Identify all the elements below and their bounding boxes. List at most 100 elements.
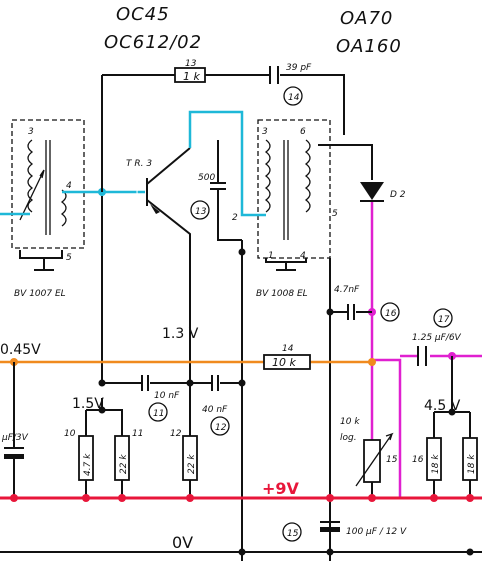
t2-core	[283, 140, 289, 240]
t1-label: BV 1007 EL	[14, 289, 66, 299]
transistor-alt-type-label: OC612/02	[104, 32, 202, 53]
t2-pin-6: 6	[300, 127, 306, 137]
detector-branch-path	[372, 358, 402, 498]
t2-label: BV 1008 EL	[256, 289, 308, 299]
t2-pin-4: 4	[300, 251, 306, 261]
ground-rail-node	[238, 548, 246, 556]
resistor-r13	[174, 67, 206, 83]
c16-value: 4.7nF	[334, 285, 360, 295]
t2-pin-5: 5	[332, 209, 338, 219]
r13-label: 13	[185, 59, 197, 69]
t1-bottom-wire	[19, 250, 63, 259]
diode-d2	[360, 182, 384, 200]
transformer-bv1007	[11, 119, 85, 249]
resistor-r10	[78, 435, 94, 481]
c11-c12-node	[186, 379, 194, 387]
capacitor-c17	[417, 346, 427, 366]
t1-ground	[34, 258, 54, 271]
c14-number: 14	[288, 93, 300, 103]
c11-value: 10 nF	[154, 391, 180, 401]
r13-value: 1 k	[183, 70, 200, 83]
resistor-r17	[462, 437, 478, 481]
pot15-label: 15	[386, 455, 398, 465]
supply-node	[368, 494, 376, 502]
d2-label: D 2	[390, 190, 406, 200]
t2-pin-2: 2	[232, 213, 238, 223]
diode-type-label: OA70	[340, 8, 393, 29]
c12-number: 12	[215, 423, 227, 433]
supply-node	[10, 494, 18, 502]
c11-left-node	[98, 379, 106, 387]
supply-node	[466, 494, 474, 502]
resistor-r16	[426, 437, 442, 481]
c13-number-circle	[190, 200, 210, 220]
c500-value: 500	[198, 173, 215, 183]
t2-ground	[265, 258, 307, 271]
feedback-wire	[102, 74, 345, 135]
base-voltage-label: 1.5V	[72, 396, 104, 412]
c17-number: 17	[438, 315, 450, 325]
c12-number-circle	[210, 416, 230, 436]
t1-secondary-coil	[60, 189, 67, 227]
collector-signal-path	[188, 110, 244, 148]
pot15-taper: log.	[340, 433, 357, 443]
left-electrolytic-capacitor	[4, 362, 24, 498]
c12-ground-node	[238, 379, 246, 387]
ground-node	[238, 248, 246, 256]
c15-number: 15	[287, 529, 299, 539]
r11-label: 11	[132, 429, 143, 439]
capacitor-c12	[211, 375, 219, 391]
resistor-r12	[182, 435, 198, 481]
bias-voltage-label: 0.45V	[0, 342, 41, 358]
c16-number-circle	[380, 302, 400, 322]
t2-secondary-coil	[304, 139, 311, 213]
potentiometer-15	[363, 439, 381, 483]
c11-number-circle	[148, 402, 168, 422]
supply-node	[118, 494, 126, 502]
t2-primary-coil	[264, 139, 271, 213]
t2-tap-path	[240, 140, 266, 217]
t1-primary-coil	[27, 139, 34, 213]
base-divider-node	[98, 406, 106, 414]
c16-ground-node	[326, 308, 334, 316]
transistor-type-label: OC45	[116, 4, 170, 25]
c14-value: 39 pF	[286, 63, 312, 73]
t1-pin-3: 3	[28, 127, 34, 137]
c17-value: 1.25 µF/6V	[412, 333, 462, 343]
t1-pin-5: 5	[66, 253, 72, 263]
c13-number: 13	[195, 207, 207, 217]
r16-value: 18 k	[431, 454, 441, 474]
r10-label: 10	[64, 429, 76, 439]
right-divider-node	[448, 408, 456, 416]
r11-value: 22 k	[119, 454, 129, 474]
left-capacitor-plate	[4, 454, 24, 459]
r14-value: 10 k	[272, 356, 296, 369]
r16-label: 16	[412, 455, 424, 465]
capacitor-c15-bottom-plate	[320, 527, 340, 532]
t1-pin-4: 4	[66, 181, 72, 191]
right-voltage-label: 4.5 V	[424, 398, 461, 414]
r12-value: 22 k	[187, 454, 197, 474]
r12-label: 12	[170, 429, 182, 439]
capacitor-c16	[347, 304, 355, 320]
r14-label: 14	[282, 344, 294, 354]
supply-node	[430, 494, 438, 502]
ground-rail-node	[326, 548, 334, 556]
bias-node-right	[368, 358, 376, 366]
supply-node	[186, 494, 194, 502]
left-capacitor-value: µF/3V	[1, 433, 29, 443]
collector-voltage: 1.3 V	[162, 326, 199, 342]
c15-number-circle	[282, 522, 302, 542]
supply-voltage-label: +9V	[262, 479, 300, 498]
transistor-leads	[146, 147, 191, 240]
resistor-r11	[114, 435, 130, 481]
diode-alt-type-label: OA160	[336, 36, 402, 57]
r10-value: 4.7 k	[83, 453, 93, 476]
r17-value: 18 k	[467, 454, 477, 474]
potentiometer-arrow	[355, 432, 394, 487]
capacitor-c14	[269, 66, 279, 84]
pot15-value: 10 k	[340, 417, 360, 427]
c12-value: 40 nF	[202, 405, 228, 415]
capacitor-c11	[141, 375, 149, 391]
